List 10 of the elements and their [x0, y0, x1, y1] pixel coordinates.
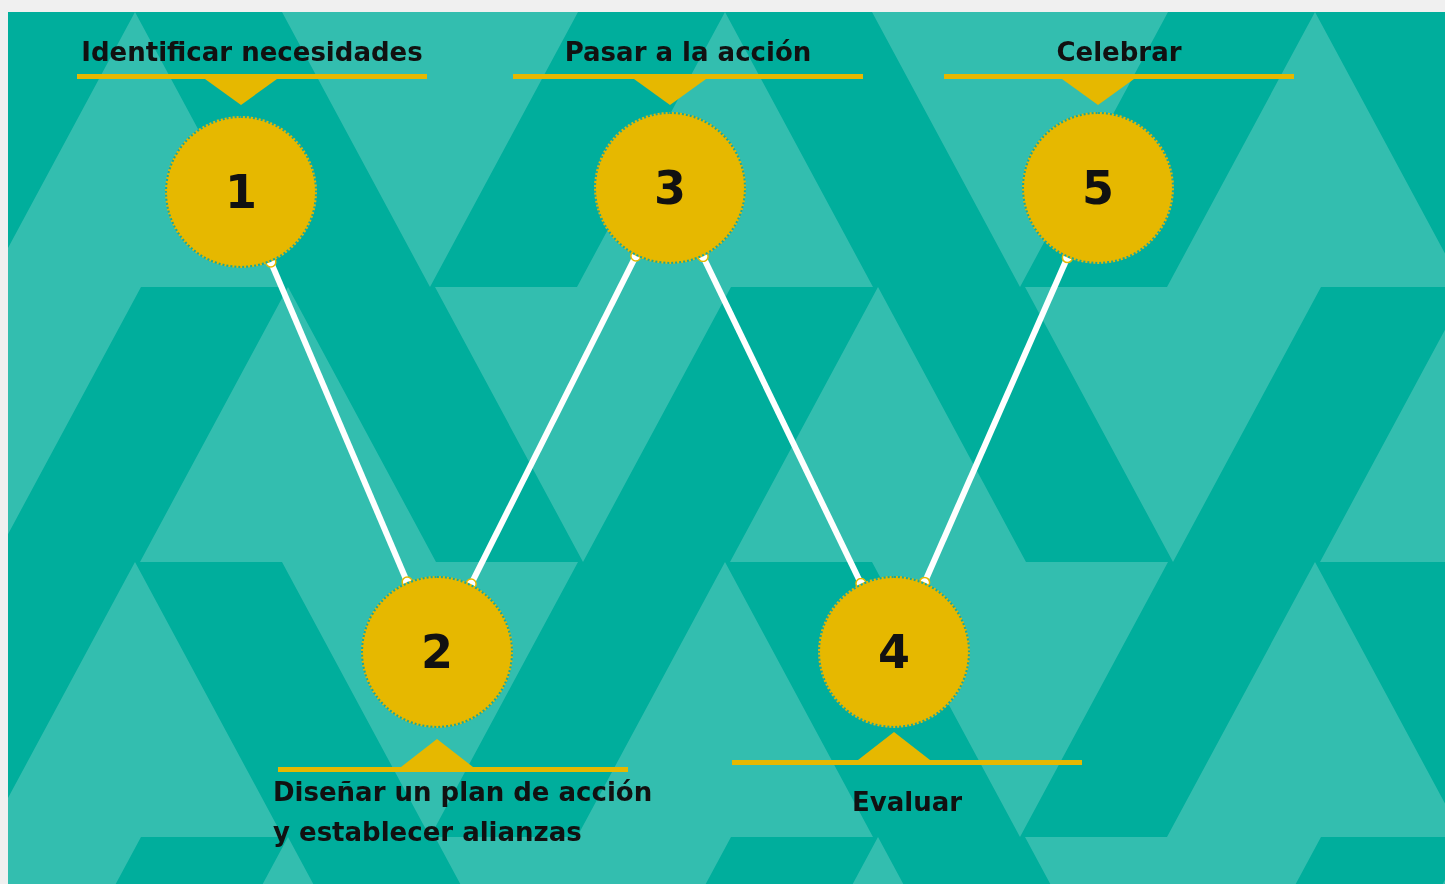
step-label: Diseñar un plan de acción y establecer alianzas [273, 776, 654, 849]
step-number: 4 [878, 625, 910, 679]
step-number: 1 [225, 165, 257, 219]
step-label: Identificar necesidades [80, 36, 424, 69]
step-number: 5 [1082, 161, 1114, 215]
step-label: Evaluar [850, 786, 963, 819]
step-label: Pasar a la acción [563, 36, 813, 69]
step-number: 3 [654, 161, 686, 215]
step-label: Celebrar [1055, 36, 1183, 69]
step-number: 2 [421, 625, 453, 679]
